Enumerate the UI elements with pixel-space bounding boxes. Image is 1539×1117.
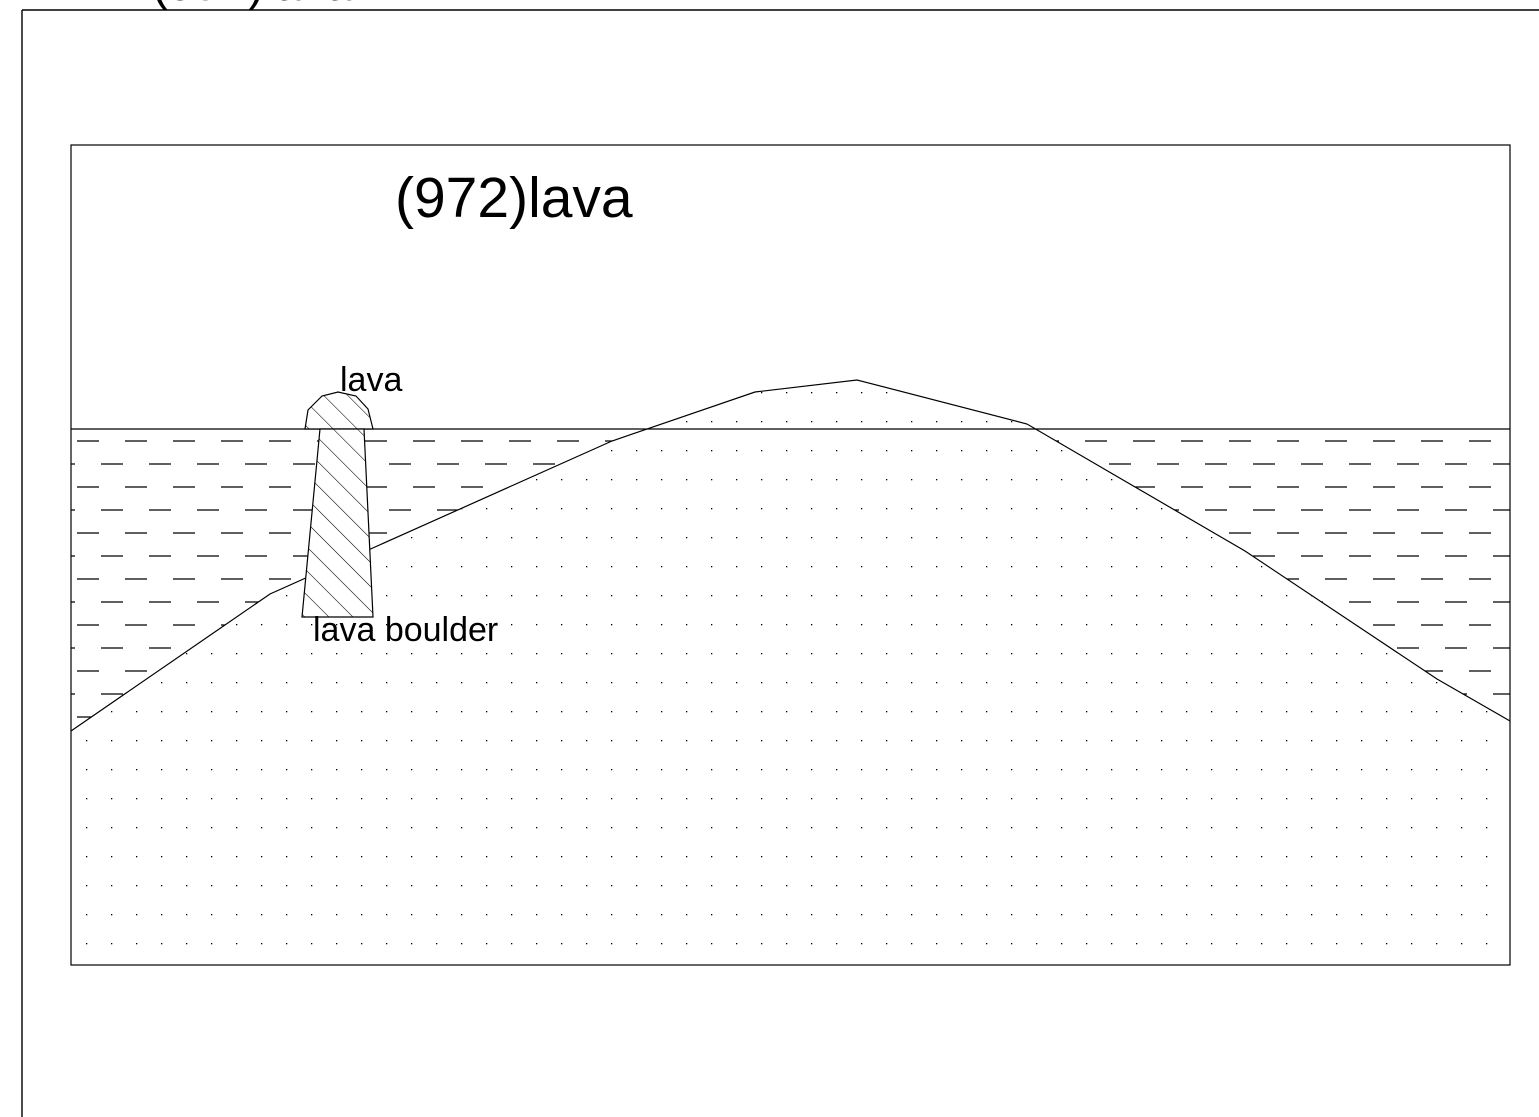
sand-mound-dots [71, 380, 1510, 965]
mound-outline [70, 379, 1511, 732]
diagram-title: (972)lava [395, 166, 633, 230]
label-lava: lava [340, 361, 402, 399]
boulder-column-hatch [302, 429, 373, 617]
clipped-header-title: (972)lava [152, 0, 352, 11]
boulder-cap-hatch [305, 392, 373, 429]
diagram-frame [70, 144, 1511, 966]
label-lava-boulder: lava boulder [313, 611, 498, 649]
